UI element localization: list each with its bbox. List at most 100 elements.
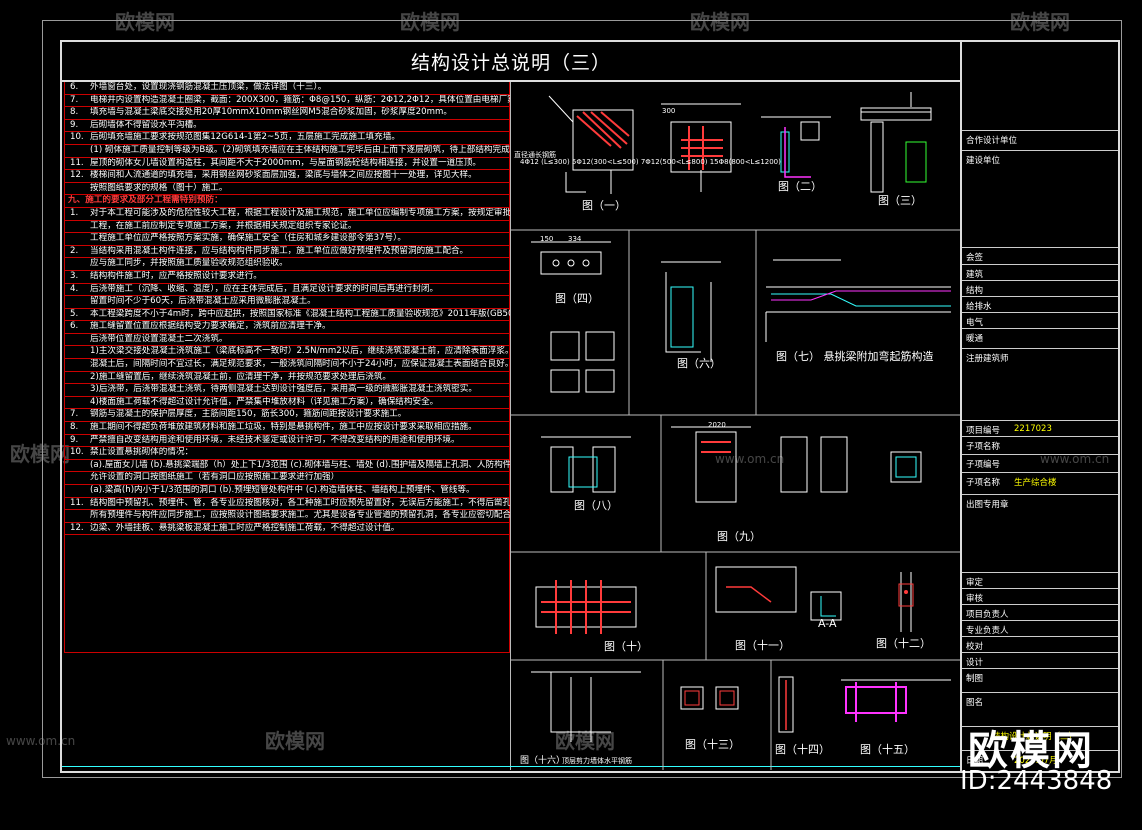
note-text: 钢筋与混凝土的保护层厚度，主筋间距150，筋长300，箍筋间距按设计要求施工。 xyxy=(90,409,407,420)
titleblock-row: 建筑 xyxy=(962,264,1118,280)
note-number: 7. xyxy=(70,409,79,420)
titleblock-label: 子项名称 xyxy=(966,478,1001,488)
note-text: (a).屋面女儿墙 (b).悬挑梁端部（h）处上下1/3范围 (c).砌体墙与柱… xyxy=(90,459,510,470)
titleblock-label: 建设单位 xyxy=(966,156,1001,166)
note-line: 混凝土后，间隔时间不宜过长，满足规范要求，一般浇筑间隔时间不小于24小时，应保证… xyxy=(64,359,510,372)
titleblock-row: 子项名称生产综合楼 xyxy=(962,472,1118,488)
titleblock-label: 出图专用章 xyxy=(966,500,1009,510)
note-line: 2)施工缝留置后，继续浇筑混凝土前，应清理干净，并按规范要求处理后浇筑。 xyxy=(64,372,510,385)
figure-10 xyxy=(535,580,637,634)
note-text: 2)施工缝留置后，继续浇筑混凝土前，应清理干净，并按规范要求处理后浇筑。 xyxy=(90,371,392,382)
titleblock-label: 电气 xyxy=(966,318,984,328)
note-line: 3.结构构件施工时，应严格按照设计要求进行。 xyxy=(64,271,510,284)
note-number: 6. xyxy=(70,82,79,92)
figure-7 xyxy=(765,259,951,342)
figure-9-caption: 图（九） xyxy=(717,530,761,543)
watermark-site: www.om.cn xyxy=(715,452,785,466)
design-notes: 6. 外墙窗台处，设置现浇钢筋混凝土压顶梁，做法详图（十三）。 7.电梯井内设置构造… xyxy=(64,82,510,652)
titleblock-row: 给排水 xyxy=(962,296,1118,312)
note-text: 后砌填充墙施工要求按规范图集12G614-1第2~5页，五层施工完成施工填充墙。 xyxy=(90,132,400,143)
note-line: 按照图纸要求的规格（图十）施工。 xyxy=(64,183,510,196)
note-line: 留置时间不少于60天，后浇带混凝土应采用微膨胀混凝土。 xyxy=(64,296,510,309)
note-number: 12. xyxy=(70,170,84,181)
note-line: 7. 钢筋与混凝土的保护层厚度，主筋间距150，筋长300，箍筋间距按设计要求施工… xyxy=(64,409,510,423)
note-line: (a).屋面女儿墙 (b).悬挑梁端部（h）处上下1/3范围 (c).砌体墙与柱… xyxy=(64,460,510,473)
titleblock-row: 合作设计单位 xyxy=(962,130,1118,146)
dim-2020: 2020 xyxy=(708,421,726,429)
note-text: 禁止设置悬挑砌体的情况： xyxy=(90,447,194,458)
figure-4-caption: 图（四） xyxy=(555,292,599,305)
note-line: 1.对于本工程可能涉及的危险性较大工程，根据工程设计及施工规范，施工单位应编制专… xyxy=(64,208,510,221)
titleblock-label: 子项编号 xyxy=(966,460,1001,470)
titleblock-label: 图名 xyxy=(966,698,984,708)
note-line: 2.当结构采用混凝土构件连接，应与结构构件同步施工，施工单位应做好预埋件及预留洞… xyxy=(64,246,510,259)
note-text: 混凝土后，间隔时间不宜过长，满足规范要求，一般浇筑间隔时间不小于24小时，应保证… xyxy=(90,359,510,370)
section-aa-caption: A-A xyxy=(818,617,837,630)
titleblock-row: 注册建筑师 xyxy=(962,348,1118,364)
titleblock-label: 日期 xyxy=(966,756,984,766)
note-number: 9. xyxy=(70,119,79,130)
titleblock-label: 专业负责人 xyxy=(966,626,1009,636)
note-line: 12. 边梁、外墙挂板、悬挑梁板混凝土施工时应严格控制施工荷载，不得超过设计值。 xyxy=(64,523,510,536)
titleblock-label: 暖通 xyxy=(966,334,984,344)
figure-15-caption: 图（十五） xyxy=(860,743,915,756)
figure-13 xyxy=(680,686,739,710)
titleblock-row: 图名 xyxy=(962,692,1118,708)
titleblock-divider xyxy=(960,40,962,773)
drawing-outer-frame xyxy=(42,20,1122,778)
note-line: 3)后浇带，后浇带混凝土浇筑，待两侧混凝土达到设计强度后，采用高一级的微膨胀混凝… xyxy=(64,384,510,397)
note-line: 6. 外墙窗台处，设置现浇钢筋混凝土压顶梁，做法详图（十三）。 xyxy=(64,82,510,95)
watermark-brand: 欧模网 xyxy=(1010,10,1070,34)
watermark-brand: 欧模网 xyxy=(690,10,750,34)
titleblock-value: 2217023 xyxy=(1014,424,1052,434)
note-line: (a).梁高(h)内小于1/3范围的洞口 (b).预埋短管处构件中 (c).构造… xyxy=(64,485,510,498)
titleblock-row: 专业负责人 xyxy=(962,620,1118,636)
note-line: 6.施工缝留置位置应根据结构受力要求确定，浇筑前应清理干净。 xyxy=(64,321,510,334)
note-number: 1. xyxy=(70,207,79,218)
figure-1-sub: 直径通长钢筋 xyxy=(514,151,556,159)
titleblock-row: 校对 xyxy=(962,636,1118,652)
note-line: 9.后砌墙体不得留设水平沟槽。 xyxy=(64,120,510,133)
figure-13-caption: 图（十三） xyxy=(685,738,740,751)
titleblock-row: 项目负责人 xyxy=(962,604,1118,620)
bottom-cyan-line xyxy=(62,766,960,767)
note-text: 3)后浇带，后浇带混凝土浇筑，待两侧混凝土达到设计强度后，采用高一级的微膨胀混凝… xyxy=(90,384,477,395)
note-line: 10.禁止设置悬挑砌体的情况： xyxy=(64,447,510,460)
note-text: 屋顶的砌体女儿墙设置构造柱，其间距不大于2000mm，与屋面钢筋砼结构相连接，并… xyxy=(90,157,481,168)
figure-2 xyxy=(761,116,831,178)
titleblock-row: 审核 xyxy=(962,588,1118,604)
titleblock-row: 制图 xyxy=(962,668,1118,684)
figure-15 xyxy=(841,679,951,722)
note-number: 5. xyxy=(70,308,79,319)
note-line: 11.结构图中预留孔、预埋件、管，各专业应按图核对，各工种施工时应预先留置好，无… xyxy=(64,498,510,511)
note-text: 所有预埋件与构件应同步施工，应按照设计图纸要求施工。尤其是设备专业管道的预留孔洞… xyxy=(90,510,510,521)
titleblock-label: 注册建筑师 xyxy=(966,354,1009,364)
titleblock-label: 审核 xyxy=(966,594,984,604)
note-line: 10. 后砌填充墙施工要求按规范图集12G614-1第2~5页，五层施工完成施工填… xyxy=(64,132,510,145)
note-number: 7. xyxy=(70,94,79,105)
notes-bottom-line xyxy=(64,652,510,653)
note-text: 留置时间不少于60天，后浇带混凝土应采用微膨胀混凝土。 xyxy=(90,296,316,307)
note-text: 严禁擅自改变结构用途和使用环境，未经技术鉴定或设计许可，不得改变结构的用途和使用… xyxy=(90,434,460,445)
note-text: 边梁、外墙挂板、悬挑梁板混凝土施工时应严格控制施工荷载，不得超过设计值。 xyxy=(90,522,400,533)
note-number: 8. xyxy=(70,422,79,433)
note-text: (a).梁高(h)内小于1/3范围的洞口 (b).预埋短管处构件中 (c).构造… xyxy=(90,485,475,495)
note-line: 后浇带位置应设置混凝土二次浇筑。 xyxy=(64,334,510,347)
note-line: 7.电梯井内设置构造混凝土圈梁，截面：200X300，箍筋：Φ8@150，纵筋：… xyxy=(64,95,510,108)
note-line: 所有预埋件与构件应同步施工，应按照设计图纸要求施工。尤其是设备专业管道的预留孔洞… xyxy=(64,510,510,523)
figure-16 xyxy=(531,671,641,742)
note-line: 九、施工的要求及部分工程需特别预防： xyxy=(64,195,510,208)
watermark-big: 欧模网 xyxy=(968,728,1094,774)
drawing-title: 结构设计总说明（三） xyxy=(62,42,960,82)
titleblock-value: 结构设计总说明（三） xyxy=(992,732,1078,742)
titleblock-label: 给排水 xyxy=(966,302,992,312)
figure-9 xyxy=(671,426,922,503)
note-number: 12. xyxy=(70,522,84,533)
note-number: 10. xyxy=(70,132,84,143)
note-text: 外墙窗台处，设置现浇钢筋混凝土压顶梁，做法详图（十三）。 xyxy=(90,82,327,92)
figure-3 xyxy=(860,92,932,193)
note-text: 工程施工单位应严格按照方案实施，确保施工安全（住房和城乡建设部令第37号）。 xyxy=(90,233,407,244)
watermark-brand: 欧模网 xyxy=(400,10,460,34)
